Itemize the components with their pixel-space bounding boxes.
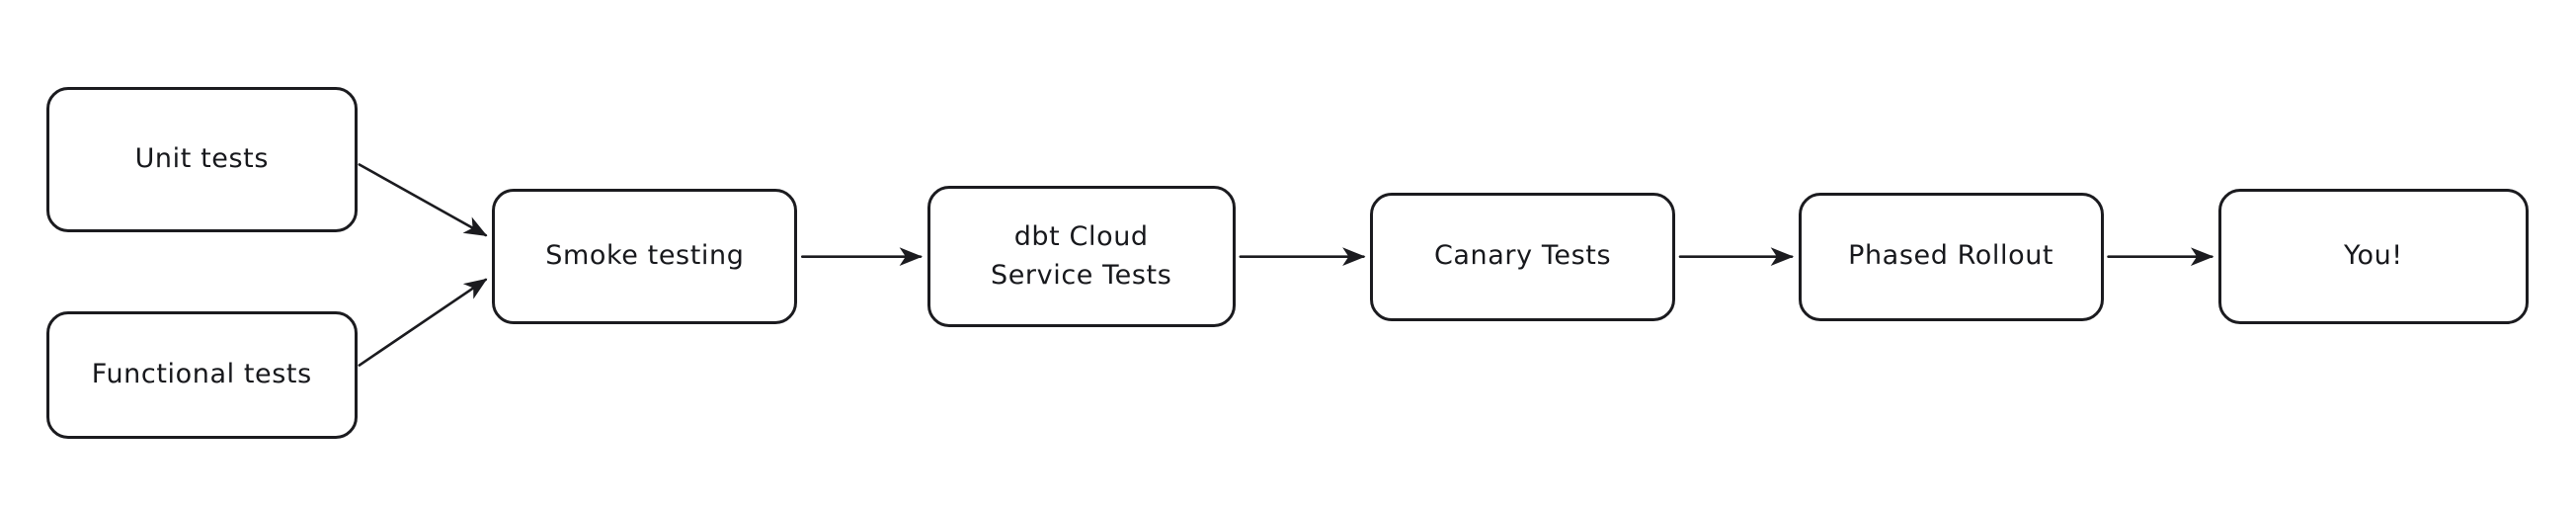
edge-functional-tests-to-smoke-testing xyxy=(360,280,489,366)
node-dbt-cloud-service-tests[interactable]: dbt Cloud Service Tests xyxy=(926,186,1236,328)
node-phased-rollout[interactable]: Phased Rollout xyxy=(1798,192,2104,321)
node-functional-tests[interactable]: Functional tests xyxy=(45,310,359,440)
node-you[interactable]: You! xyxy=(2217,189,2529,324)
node-label-you: You! xyxy=(2343,240,2403,272)
edge-unit-tests-to-smoke-testing xyxy=(360,164,489,235)
node-label-unit-tests: Unit tests xyxy=(134,143,270,175)
node-smoke-testing[interactable]: Smoke testing xyxy=(492,189,798,324)
node-label-canary-tests: Canary Tests xyxy=(1433,240,1612,272)
node-label-dbt-cloud-service-tests: dbt Cloud Service Tests xyxy=(990,221,1172,291)
node-label-phased-rollout: Phased Rollout xyxy=(1848,240,2054,272)
node-unit-tests[interactable]: Unit tests xyxy=(45,87,359,232)
node-canary-tests[interactable]: Canary Tests xyxy=(1370,192,1676,321)
node-label-functional-tests: Functional tests xyxy=(91,359,312,390)
node-label-smoke-testing: Smoke testing xyxy=(545,240,745,272)
